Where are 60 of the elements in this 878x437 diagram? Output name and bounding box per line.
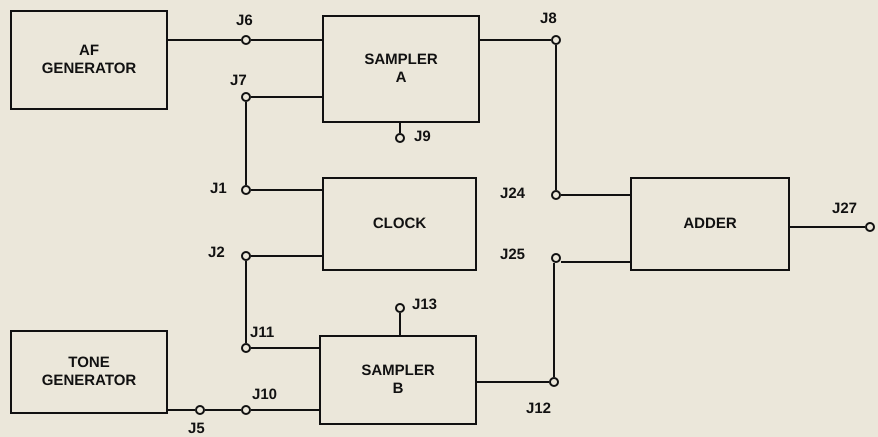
jack-terminal (241, 92, 251, 102)
jack-terminal (195, 405, 205, 415)
jack-label: J27 (832, 200, 858, 218)
wire (251, 255, 322, 257)
jack-label: J8 (540, 10, 557, 28)
jack-terminal (241, 251, 251, 261)
block-box (322, 15, 480, 123)
block-label: SAMPLER B (360, 362, 436, 398)
jack-label: J7 (230, 72, 247, 90)
jack-label: J11 (250, 324, 274, 342)
block-box (10, 330, 168, 414)
block-label: CLOCK (372, 215, 428, 233)
jack-terminal (241, 185, 251, 195)
jack-terminal (865, 222, 875, 232)
wire (480, 39, 551, 41)
block-box (630, 177, 790, 271)
wire (251, 189, 322, 191)
block-box (319, 335, 477, 425)
jack-label: J6 (236, 12, 253, 30)
jack-label: J25 (500, 246, 526, 264)
wire (251, 96, 322, 98)
block-label: ADDER (682, 215, 738, 233)
block-label: SAMPLER A (363, 51, 439, 87)
jack-label: J10 (252, 386, 278, 404)
jack-terminal (395, 133, 405, 143)
wire (561, 194, 630, 196)
wire (251, 409, 319, 411)
jack-label: J1 (210, 180, 227, 198)
jack-terminal (551, 35, 561, 45)
wire (555, 45, 557, 190)
block-label: AF GENERATOR (40, 42, 138, 78)
jack-label: J13 (412, 296, 438, 314)
jack-terminal (551, 253, 561, 263)
wire (477, 381, 549, 383)
jack-label: J5 (188, 420, 205, 437)
wire (205, 409, 241, 411)
wire (553, 263, 555, 377)
jack-terminal (395, 303, 405, 313)
wire (561, 261, 630, 263)
jack-label: J9 (414, 128, 431, 146)
block-box (10, 10, 168, 110)
wire (245, 261, 247, 343)
jack-label: J2 (208, 244, 225, 262)
jack-terminal (551, 190, 561, 200)
wire (251, 39, 322, 41)
jack-label: J12 (526, 400, 552, 418)
block-label: TONE GENERATOR (40, 354, 138, 390)
jack-terminal (549, 377, 559, 387)
jack-terminal (241, 405, 251, 415)
wire (399, 123, 401, 133)
jack-terminal (241, 343, 251, 353)
wire (251, 347, 319, 349)
wire (168, 409, 195, 411)
jack-terminal (241, 35, 251, 45)
wire (790, 226, 865, 228)
wire (399, 313, 401, 335)
jack-label: J24 (500, 185, 526, 203)
block-box (322, 177, 477, 271)
wire (245, 102, 247, 185)
wire (168, 39, 241, 41)
